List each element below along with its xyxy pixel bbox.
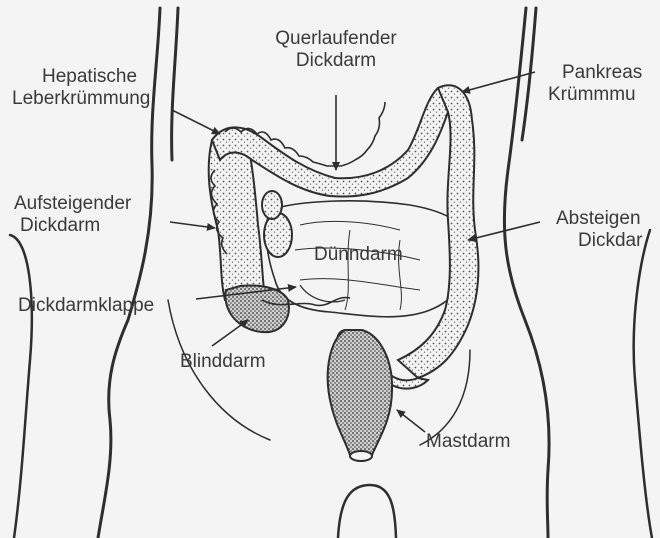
label-hepatic-flexure: Hepatische Leberkrümmung <box>12 66 150 110</box>
label-ascending-colon: Aufsteigender Dickdarm <box>14 193 131 237</box>
arrow-hepatic <box>172 110 220 134</box>
label-descending-line1: Absteigen <box>556 208 660 230</box>
label-splenic-line1: Pankreas <box>548 62 660 84</box>
label-descending-line2: Dickdar <box>556 230 660 252</box>
label-transverse-colon: Querlaufender Dickdarm <box>250 28 422 72</box>
arrow-ascending <box>170 222 215 228</box>
arrow-rectum <box>397 410 425 432</box>
label-hepatic-line2: Leberkrümmung <box>12 88 150 110</box>
label-descending-colon: Absteigen Dickdar <box>556 208 660 252</box>
label-small-intestine: Dünndarm <box>314 244 403 266</box>
arrow-cecum <box>212 320 248 346</box>
label-ascending-line2: Dickdarm <box>14 215 131 237</box>
label-ileocecal-valve: Dickdarmklappe <box>18 295 154 317</box>
label-hepatic-line1: Hepatische <box>12 66 150 88</box>
label-rectum: Mastdarm <box>426 431 510 453</box>
label-transverse-line1: Querlaufender <box>250 28 422 50</box>
label-cecum: Blinddarm <box>180 351 266 373</box>
label-ascending-line1: Aufsteigender <box>14 193 131 215</box>
label-splenic-flexure: Pankreas Krümmmu <box>548 62 660 106</box>
arrow-splenic <box>462 72 535 92</box>
label-splenic-line2: Krümmmu <box>548 84 660 106</box>
label-transverse-line2: Dickdarm <box>250 50 422 72</box>
